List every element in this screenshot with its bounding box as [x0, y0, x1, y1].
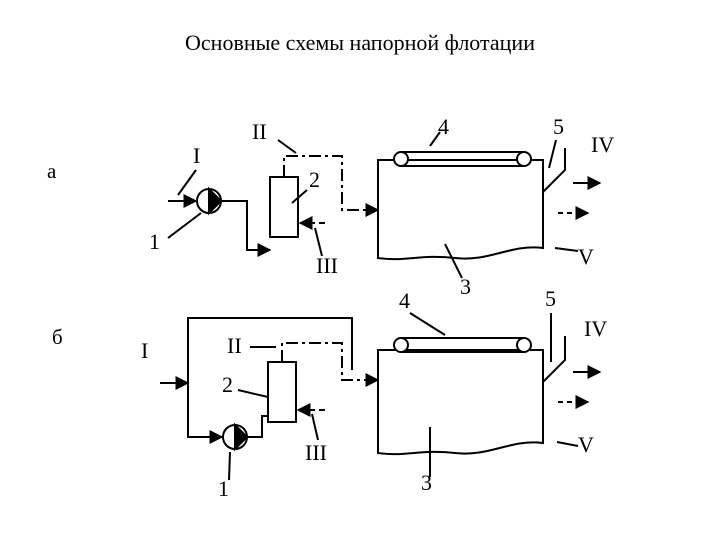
foam-trough-a: [542, 148, 566, 193]
label-4-a: 4: [438, 114, 449, 139]
recycle-loop-b: [187, 317, 353, 444]
label-5-a: 5: [553, 114, 564, 139]
flotator-a: [377, 159, 544, 261]
label-4-b: 4: [399, 288, 410, 313]
scheme-a: [167, 131, 602, 279]
label-III-b: III: [305, 440, 327, 465]
pump-to-tank-pipe-a: [221, 200, 272, 257]
label-2-b: 2: [222, 372, 233, 397]
pump-to-tank-pipe-b: [247, 415, 268, 438]
foam-trough-b: [542, 336, 566, 383]
scraper-b: [393, 337, 532, 353]
scraper-a: [393, 151, 532, 167]
label-III-a: III: [316, 253, 338, 278]
label-I-b: I: [141, 338, 148, 363]
saturated-water-line-a: [283, 155, 380, 217]
section-label-a: а: [47, 159, 57, 183]
label-3-a: 3: [460, 274, 471, 299]
page-title: Основные схемы напорной флотации: [185, 30, 535, 55]
label-1-b: 1: [218, 476, 229, 501]
pump-b: [222, 422, 249, 452]
pump-a: [196, 186, 223, 216]
label-1-a: 1: [149, 229, 160, 254]
label-V-b: V: [578, 432, 594, 457]
saturated-water-line-b: [281, 342, 380, 387]
pressure-tank-a: [269, 176, 299, 238]
label-II-b: II: [227, 333, 242, 358]
label-IV-b: IV: [584, 316, 607, 341]
section-label-b: б: [52, 325, 63, 349]
scheme-b: [160, 312, 602, 481]
label-I-a: I: [193, 143, 200, 168]
label-5-b: 5: [545, 286, 556, 311]
label-2-a: 2: [309, 167, 320, 192]
label-II-a: II: [252, 119, 267, 144]
label-3-b: 3: [421, 470, 432, 495]
flotator-b: [377, 349, 544, 456]
label-V-a: V: [578, 244, 594, 269]
pressure-tank-b: [267, 361, 297, 423]
label-IV-a: IV: [591, 132, 614, 157]
